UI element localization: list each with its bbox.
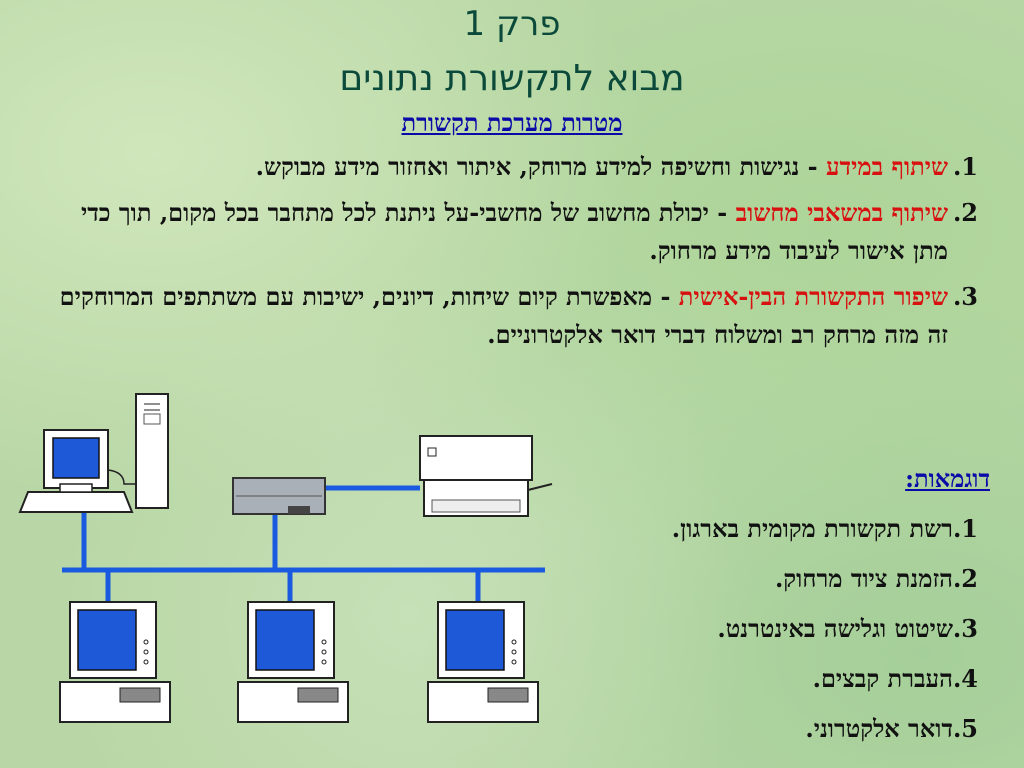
example-item-3: 3.שיטוט וגלישה באינטרנט. bbox=[717, 614, 978, 643]
goal-text: - יכולת מחשוב של מחשבי-על ניתנת לכל מתחב… bbox=[80, 198, 948, 265]
section-subtitle: מטרות מערכת תקשורת bbox=[401, 108, 623, 137]
goal-item-1: 1. שיתוף במידע - נגישות וחשיפה למידע מרו… bbox=[48, 148, 978, 186]
goal-item-3: 3. שיפור התקשורת הבין-אישית - מאפשרת קיו… bbox=[48, 278, 978, 354]
examples-title: דוגמאות: bbox=[905, 464, 990, 493]
slide-chapter-title: פרק 1 bbox=[463, 4, 561, 44]
printer-icon bbox=[419, 435, 553, 517]
goal-highlight: שיתוף במידע bbox=[825, 152, 948, 181]
goal-number: 2. bbox=[952, 198, 978, 227]
computer-icon bbox=[18, 393, 169, 513]
slide-main-title: מבוא לתקשורת נתונים bbox=[339, 58, 685, 99]
network-cables bbox=[62, 485, 545, 602]
goals-list: 1. שיתוף במידע - נגישות וחשיפה למידע מרו… bbox=[48, 148, 978, 362]
example-item-1: 1.רשת תקשורת מקומית בארגון. bbox=[671, 514, 978, 543]
example-item-5: 5.דואר אלקטרוני. bbox=[805, 714, 978, 743]
goal-highlight: שיפור התקשורת הבין-אישית bbox=[678, 282, 948, 311]
goal-number: 3. bbox=[952, 282, 978, 311]
goal-highlight: שיתוף במשאבי מחשוב bbox=[735, 198, 948, 227]
goal-number: 1. bbox=[952, 152, 978, 181]
computer-icon bbox=[237, 601, 349, 723]
computer-icon bbox=[427, 601, 539, 723]
network-diagram bbox=[18, 393, 553, 723]
example-item-4: 4.העברת קבצים. bbox=[812, 664, 978, 693]
goal-text: - מאפשרת קיום שיחות, דיונים, ישיבות עם מ… bbox=[59, 282, 948, 349]
computer-icon bbox=[59, 601, 171, 723]
example-item-2: 2.הזמנת ציוד מרחוק. bbox=[774, 564, 978, 593]
goal-text: - נגישות וחשיפה למידע מרוחק, איתור ואחזו… bbox=[255, 152, 826, 181]
hub-icon bbox=[232, 477, 326, 515]
goal-item-2: 2. שיתוף במשאבי מחשוב - יכולת מחשוב של מ… bbox=[48, 194, 978, 270]
